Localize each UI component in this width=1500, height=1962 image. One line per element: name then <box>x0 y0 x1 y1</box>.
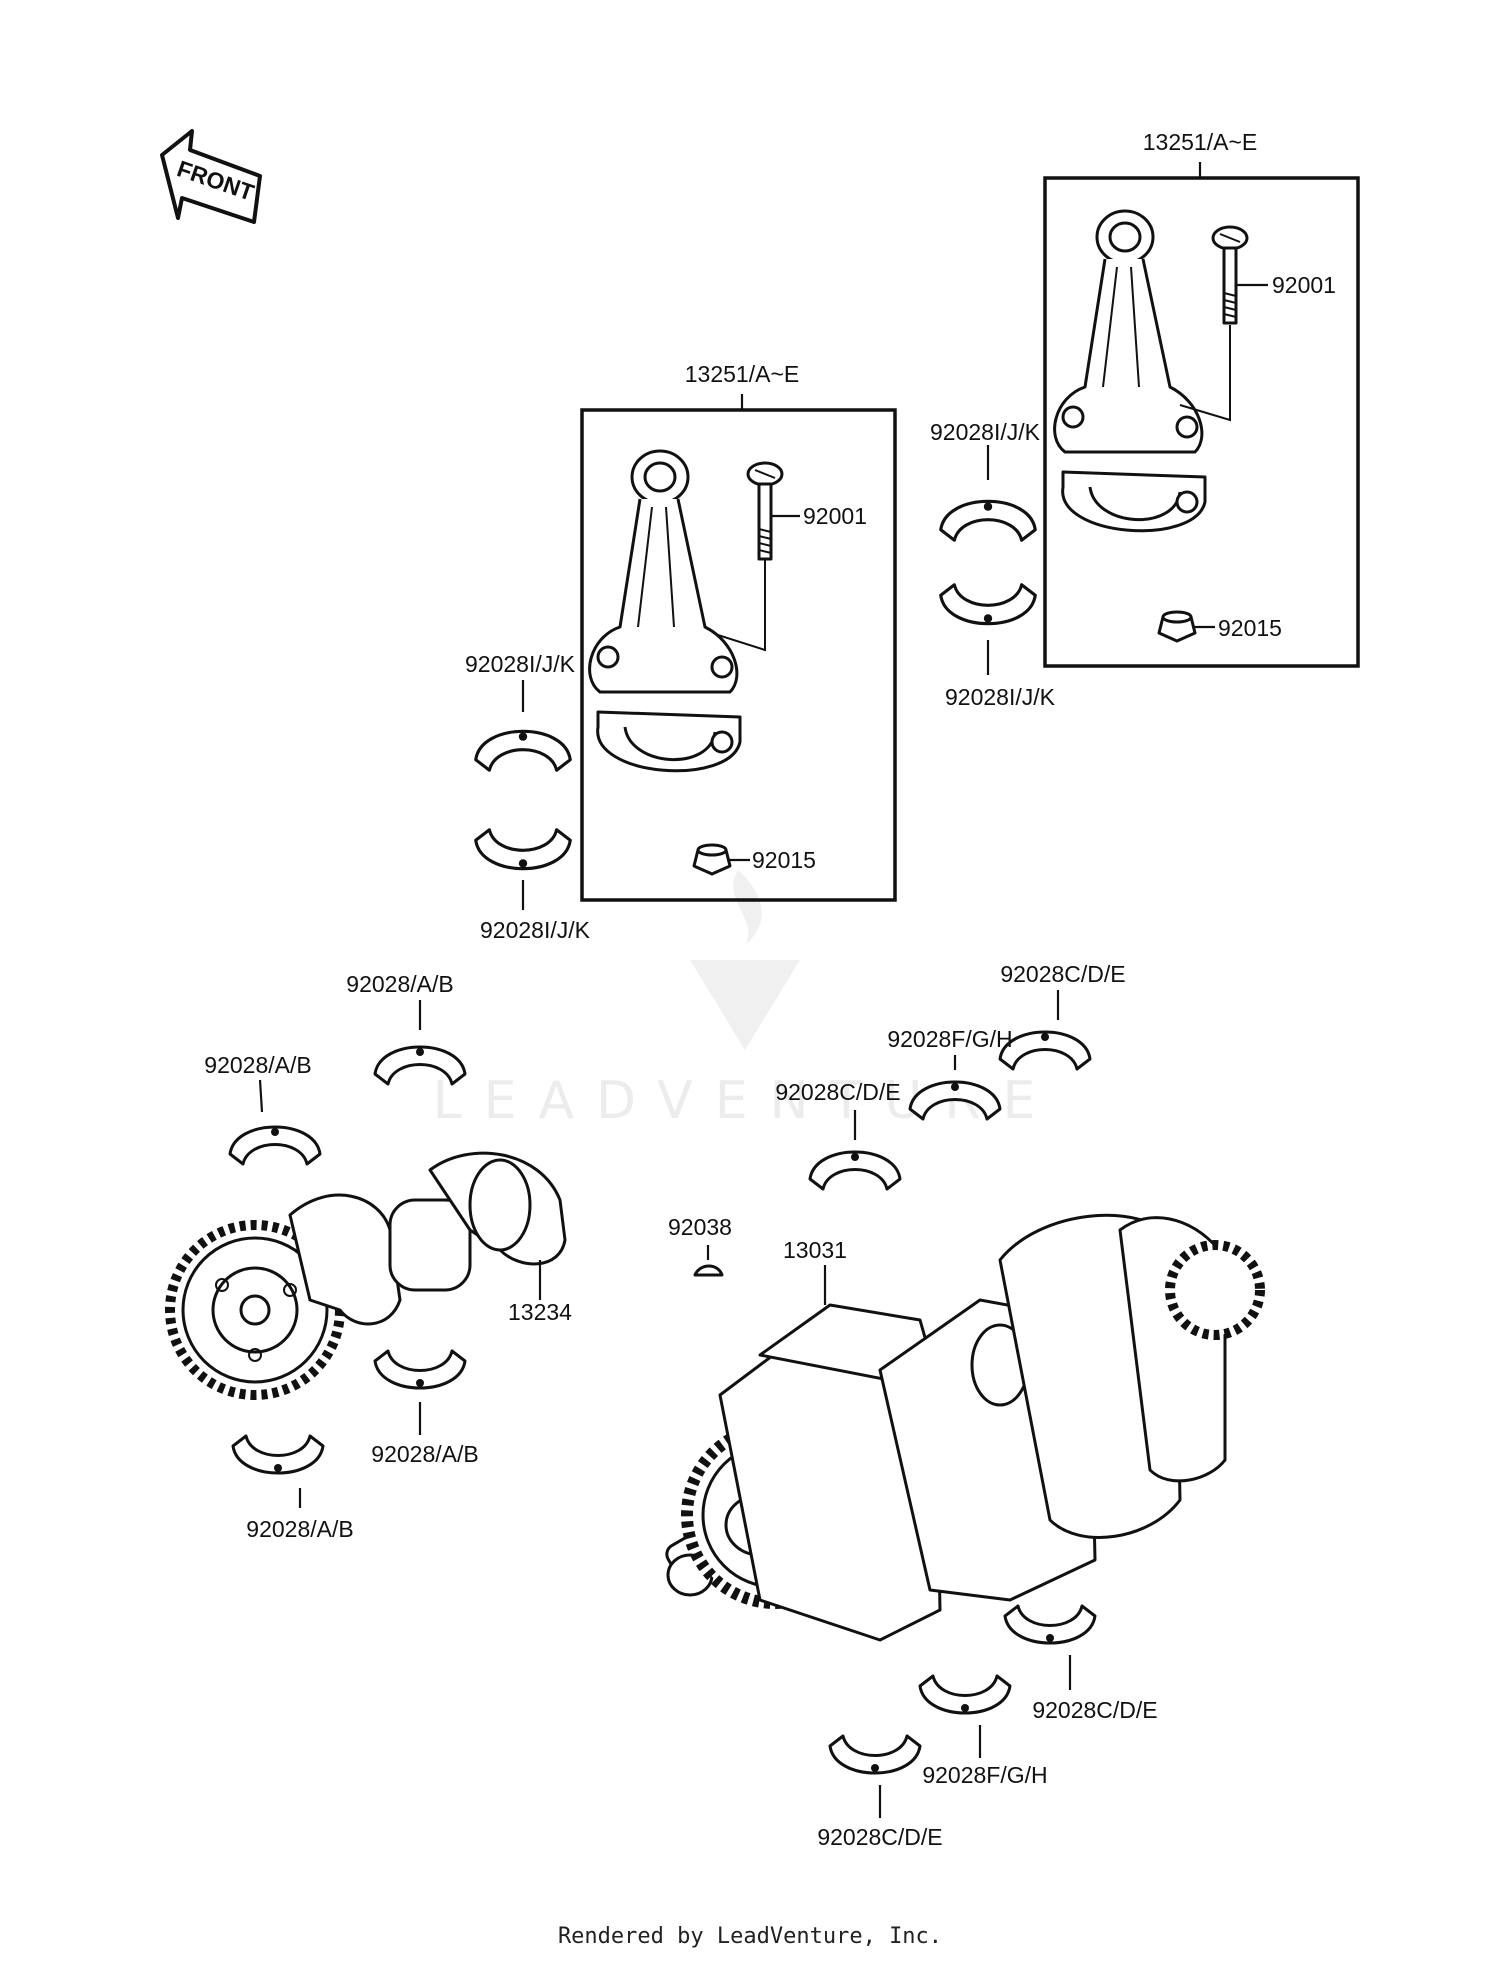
front-arrow-icon: FRONT <box>160 129 262 224</box>
label-crank-bearing-bot-1: 92028C/D/E <box>1032 1697 1157 1723</box>
label-balancer: 13234 <box>508 1299 572 1325</box>
crank-shell-top-3 <box>808 1150 902 1191</box>
balancer-shell-4 <box>231 1434 325 1475</box>
label-key: 92038 <box>668 1214 732 1240</box>
bearing-shell-lu <box>474 729 572 772</box>
bearing-shell-ll <box>474 828 572 871</box>
bolt-left <box>746 461 784 561</box>
label-balancer-bearing-2: 92028/A/B <box>204 1052 311 1078</box>
bearing-shell-rl <box>939 583 1037 626</box>
label-bear-ll: 92028I/J/K <box>480 917 591 943</box>
crank-shell-bot-3 <box>828 1734 922 1775</box>
balancer-shaft <box>165 1151 567 1400</box>
label-nut-left: 92015 <box>752 847 816 873</box>
conrod-left <box>588 449 742 773</box>
label-bear-lu: 92028I/J/K <box>465 651 576 677</box>
label-bolt-left: 92001 <box>803 503 867 529</box>
balancer-shell-3 <box>373 1349 467 1390</box>
label-crank-bearing-top-2: 92028F/G/H <box>887 1026 1012 1052</box>
label-crank-bearing-bot-2: 92028F/G/H <box>922 1762 1047 1788</box>
label-crank-bearing-top-3: 92028C/D/E <box>775 1079 900 1105</box>
label-balancer-bearing-4: 92028/A/B <box>246 1516 353 1542</box>
label-crankshaft: 13031 <box>783 1237 847 1263</box>
label-bolt-right: 92001 <box>1272 272 1336 298</box>
assembly-box-left <box>580 408 897 902</box>
label-bear-rl: 92028I/J/K <box>945 684 1056 710</box>
crank-shell-bot-1 <box>1003 1604 1097 1645</box>
label-assy-right: 13251/A~E <box>1143 129 1257 155</box>
conrod-assembly-left <box>580 394 897 902</box>
bolt-right <box>1211 225 1249 325</box>
assembly-box-right <box>1043 176 1360 668</box>
woodruff-key <box>693 1245 724 1277</box>
bearing-shell-ru <box>939 499 1037 542</box>
crank-shell-bot-2 <box>918 1674 1012 1715</box>
balancer-shell-2 <box>228 1125 322 1166</box>
label-balancer-bearing-1: 92028/A/B <box>346 971 453 997</box>
label-bear-ru: 92028I/J/K <box>930 419 1041 445</box>
nut-left <box>692 843 732 876</box>
label-assy-left: 13251/A~E <box>685 361 799 387</box>
crank-shell-top-1 <box>998 1030 1092 1071</box>
balancer-shell-1 <box>373 1045 467 1086</box>
label-balancer-bearing-3: 92028/A/B <box>371 1441 478 1467</box>
crankshaft <box>665 1213 1265 1642</box>
nut-right <box>1157 610 1197 643</box>
label-crank-bearing-top-1: 92028C/D/E <box>1000 961 1125 987</box>
label-nut-right: 92015 <box>1218 615 1282 641</box>
conrod-right <box>1053 209 1207 533</box>
conrod-assembly-right <box>1043 162 1360 668</box>
label-crank-bearing-bot-3: 92028C/D/E <box>817 1824 942 1850</box>
leader-lines <box>258 445 1072 1818</box>
callout-labels: 13251/A~E 92001 92015 92028I/J/K 92028I/… <box>204 129 1336 1850</box>
footer-credit: Rendered by LeadVenture, Inc. <box>558 1924 942 1949</box>
